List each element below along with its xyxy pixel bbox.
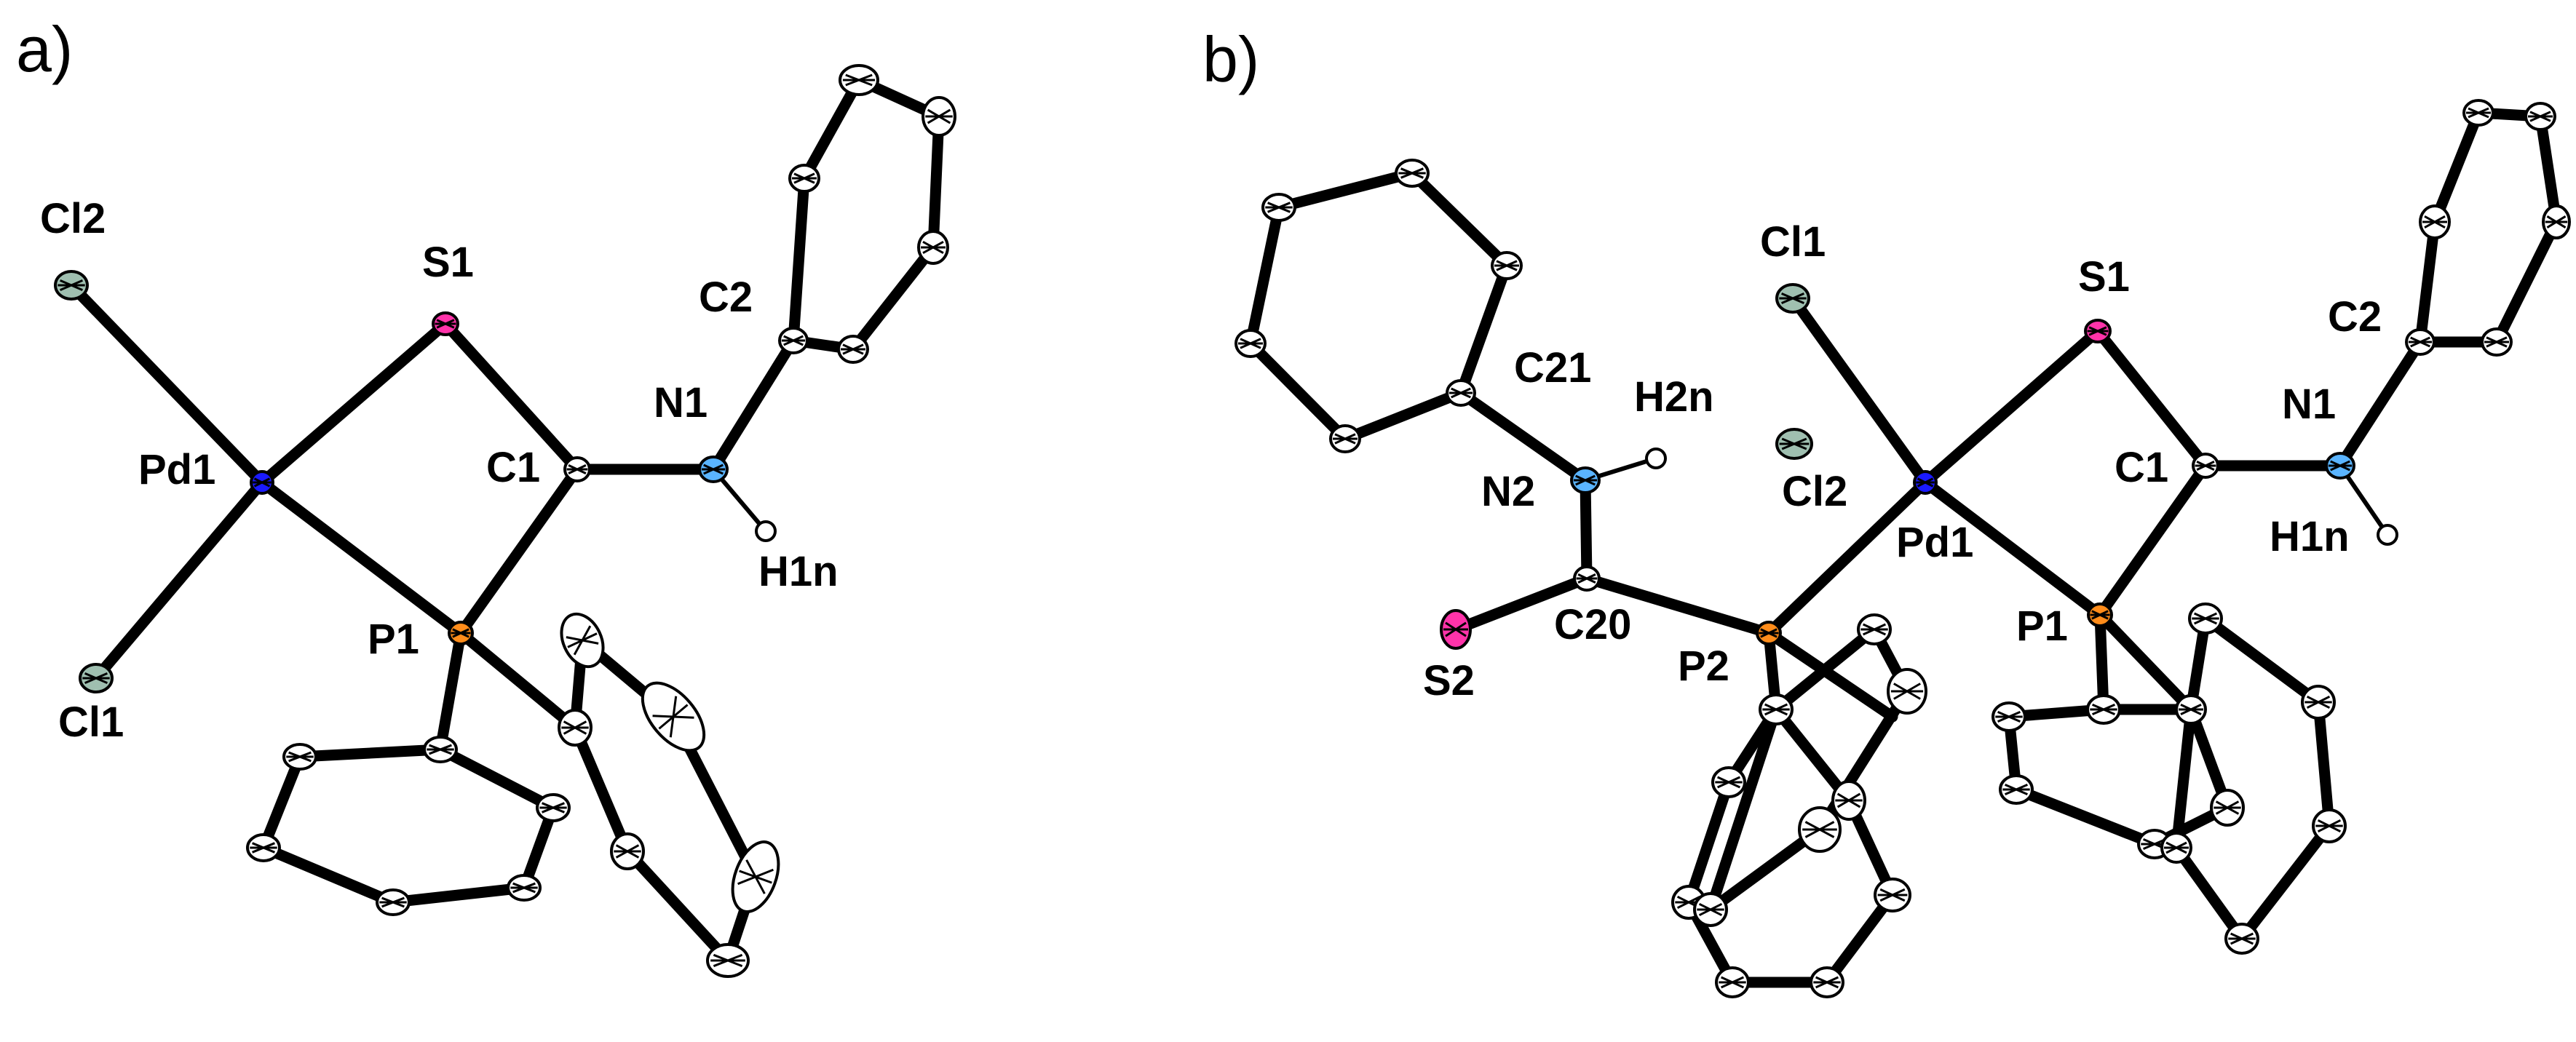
- panel-a-atoms: [54, 64, 956, 978]
- panel-a: a): [16, 13, 956, 978]
- label-b-n2: N2: [1481, 468, 1535, 515]
- label-b-s2: S2: [1423, 657, 1475, 704]
- panel-b-atom-labels: Cl1 Cl2 S1 S2 Pd1 C1 C2 N1 H1n P1 P2 C20…: [1423, 218, 2382, 704]
- label-b-c21: C21: [1514, 344, 1591, 391]
- atom-b-h2n: [1645, 448, 1667, 469]
- panel-b: b): [1202, 23, 2571, 998]
- label-a-pd1: Pd1: [138, 446, 215, 493]
- label-a-n1: N1: [654, 379, 708, 426]
- panel-a-bonds: [66, 279, 799, 755]
- panel-b-carbon-atoms: [1235, 99, 2571, 998]
- label-a-c2: C2: [699, 274, 753, 321]
- label-b-p1: P1: [2016, 602, 2068, 650]
- panel-a-label: a): [16, 13, 73, 85]
- label-a-h1n: H1n: [758, 548, 839, 595]
- label-a-p1: P1: [368, 616, 419, 663]
- label-b-pd1: Pd1: [1896, 519, 1973, 566]
- label-b-c20: C20: [1554, 601, 1631, 648]
- label-b-c1: C1: [2115, 444, 2168, 491]
- atom-a-h1n: [755, 520, 777, 542]
- label-a-c1: C1: [486, 444, 540, 491]
- label-a-s1: S1: [422, 239, 474, 286]
- label-b-h2n: H2n: [1634, 373, 1714, 421]
- panel-a-rings: [258, 74, 945, 966]
- label-b-n1: N1: [2282, 381, 2336, 428]
- atom-b-h1n: [2377, 524, 2398, 546]
- panel-b-atoms: [1235, 99, 2571, 998]
- label-b-c2: C2: [2328, 293, 2382, 341]
- panel-a-atom-labels: Cl2 Cl1 S1 Pd1 C1 N1 C2 H1n P1: [40, 195, 839, 746]
- label-b-cl1: Cl1: [1760, 218, 1826, 266]
- label-b-h1n: H1n: [2270, 513, 2350, 560]
- label-a-cl2: Cl2: [40, 195, 106, 242]
- label-b-cl2: Cl2: [1782, 468, 1847, 515]
- panel-b-label: b): [1202, 23, 1259, 95]
- label-a-cl1: Cl1: [58, 699, 124, 746]
- label-b-p2: P2: [1678, 643, 1729, 690]
- panel-b-bonds: [1450, 293, 2426, 723]
- label-b-s1: S1: [2078, 253, 2130, 301]
- panel-a-carbon-atoms: [246, 64, 956, 978]
